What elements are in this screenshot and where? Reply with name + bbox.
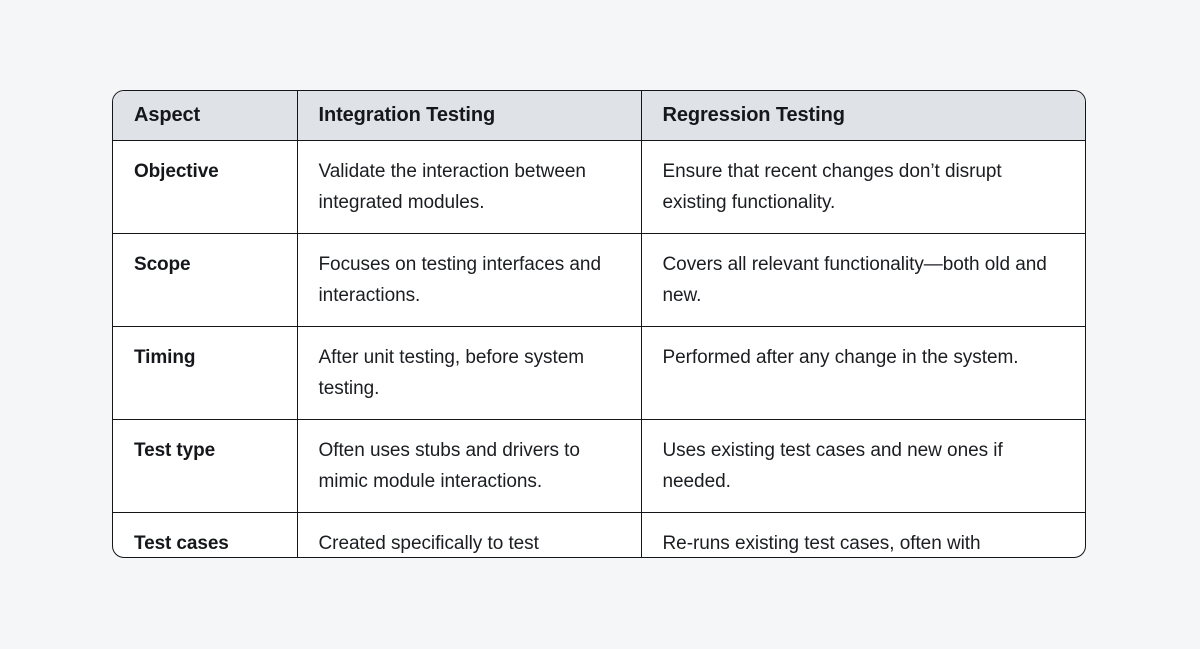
- table-header: Aspect Integration Testing Regression Te…: [113, 91, 1085, 141]
- table-row: Test cases Created specifically to test …: [113, 512, 1085, 557]
- column-header-integration-testing: Integration Testing: [297, 91, 642, 141]
- cell-integration: Created specifically to test connections…: [297, 512, 642, 557]
- column-header-regression-testing: Regression Testing: [641, 91, 1085, 141]
- cell-integration: Often uses stubs and drivers to mimic mo…: [297, 419, 642, 513]
- cell-aspect: Objective: [113, 140, 298, 234]
- cell-regression: Performed after any change in the system…: [641, 326, 1085, 420]
- cell-integration: After unit testing, before system testin…: [297, 326, 642, 420]
- cell-regression: Re-runs existing test cases, often with …: [662, 532, 981, 554]
- table-row: Test type Often uses stubs and drivers t…: [113, 419, 1085, 513]
- table-row: Scope Focuses on testing interfaces and …: [113, 233, 1085, 327]
- column-header-aspect: Aspect: [113, 91, 298, 141]
- table-body: Objective Validate the interaction betwe…: [113, 140, 1085, 557]
- cell-integration: Validate the interaction between integra…: [297, 140, 642, 234]
- cell-integration: Focuses on testing interfaces and intera…: [297, 233, 642, 327]
- comparison-table: Aspect Integration Testing Regression Te…: [113, 91, 1085, 557]
- cell-regression: Covers all relevant functionality—both o…: [641, 233, 1085, 327]
- cell-regression: Ensure that recent changes don’t disrupt…: [641, 140, 1085, 234]
- cell-aspect: Scope: [113, 233, 298, 327]
- comparison-table-container: Aspect Integration Testing Regression Te…: [112, 90, 1086, 558]
- cell-regression: Uses existing test cases and new ones if…: [641, 419, 1085, 513]
- cell-aspect: Test cases: [113, 512, 298, 557]
- table-row: Objective Validate the interaction betwe…: [113, 140, 1085, 234]
- cell-aspect: Timing: [113, 326, 298, 420]
- table-header-row: Aspect Integration Testing Regression Te…: [113, 91, 1085, 141]
- table-row: Timing After unit testing, before system…: [113, 326, 1085, 420]
- cell-aspect: Test type: [113, 419, 298, 513]
